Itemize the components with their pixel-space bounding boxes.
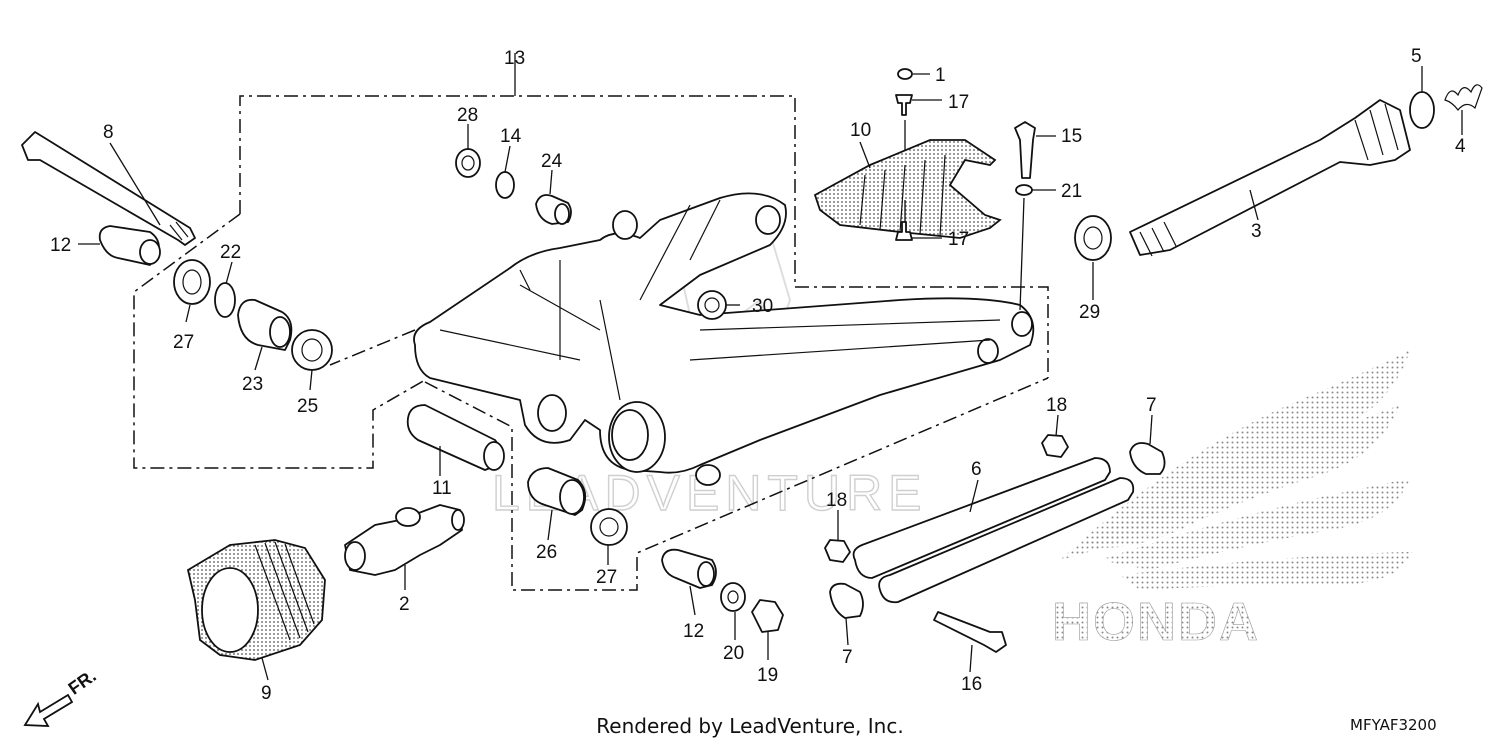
callout-22: 22 [220, 242, 241, 263]
bushing-24 [535, 194, 572, 225]
bearing-26 [527, 467, 587, 516]
nut-18-left [824, 539, 851, 563]
callout-27-upper: 27 [173, 332, 194, 353]
oil-seal-30 [697, 290, 727, 320]
callout-16: 16 [961, 674, 982, 695]
collar-12-lower [661, 548, 717, 589]
front-direction-arrow-icon [23, 693, 74, 727]
nut-19 [751, 599, 784, 633]
callout-14: 14 [500, 126, 522, 147]
callout-1: 1 [935, 65, 946, 86]
callout-12-lower: 12 [683, 621, 704, 642]
callout-30: 30 [752, 296, 773, 317]
callout-6: 6 [971, 459, 982, 480]
callout-18-right: 18 [1046, 395, 1067, 416]
callout-28: 28 [457, 105, 478, 126]
assembly-outline [133, 53, 1049, 591]
screw-17-lower [895, 221, 913, 241]
universal-joint [344, 504, 465, 576]
callout-18-left: 18 [826, 490, 847, 511]
collar-7-lower [829, 582, 864, 619]
callout-5: 5 [1411, 46, 1422, 67]
callout-29: 29 [1079, 302, 1100, 323]
callout-15: 15 [1061, 126, 1082, 147]
callout-17-upper: 17 [948, 92, 969, 113]
callout-24: 24 [541, 151, 563, 172]
oil-seal-28 [455, 148, 481, 178]
callout-4: 4 [1455, 136, 1466, 157]
callout-11: 11 [432, 478, 452, 499]
boot-9 [186, 539, 326, 661]
chain-guard [813, 139, 1002, 239]
collar-7-upper [1129, 442, 1166, 475]
nut-18-right [1041, 434, 1069, 458]
pivot-bolt [21, 131, 196, 246]
honda-logo-text: HONDA [1052, 592, 1260, 652]
callout-7-upper: 7 [1146, 395, 1157, 416]
callout-25: 25 [297, 396, 318, 417]
callout-8: 8 [103, 122, 114, 143]
callout-10: 10 [850, 120, 871, 141]
callout-labels: 13 1 17 5 8 28 14 24 10 15 21 4 12 22 3 … [50, 46, 1466, 704]
oil-seal-27-left [173, 259, 211, 305]
oil-seal-29 [1074, 215, 1112, 261]
bearing-25 [291, 329, 333, 371]
cap-1 [897, 68, 913, 80]
callout-9: 9 [261, 683, 272, 704]
circlip-22 [214, 282, 236, 318]
callout-2: 2 [399, 594, 410, 615]
swingarm [413, 192, 1035, 486]
callout-17-lower: 17 [948, 229, 969, 250]
screw-17-upper [895, 94, 913, 116]
circlip-14 [495, 171, 515, 199]
washer-20 [720, 582, 746, 612]
callout-27-lower: 27 [596, 567, 617, 588]
bolt-15 [1014, 121, 1036, 179]
torque-link-6 [852, 457, 1135, 604]
bearing-23 [237, 298, 293, 351]
washer-21 [1015, 184, 1033, 196]
callout-13: 13 [504, 48, 525, 69]
callout-7-lower: 7 [842, 647, 853, 668]
drive-shaft-3 [1129, 99, 1411, 257]
collar-12-upper [98, 225, 161, 266]
callout-23: 23 [242, 374, 263, 395]
callout-19: 19 [757, 665, 778, 686]
callout-3: 3 [1251, 221, 1262, 242]
collar-11 [406, 404, 505, 471]
callout-21: 21 [1061, 181, 1082, 202]
bolt-16 [933, 611, 1007, 653]
callout-20: 20 [723, 643, 744, 664]
honda-wing-logo: HONDA [1052, 350, 1412, 652]
diagram-ref-code: MFYAF3200 [1350, 716, 1437, 734]
callout-12-upper: 12 [50, 235, 71, 256]
footer-credit: Rendered by LeadVenture, Inc. [596, 714, 904, 738]
callout-26: 26 [536, 542, 557, 563]
oil-seal-27-lower [590, 508, 628, 546]
spring-4 [1444, 84, 1483, 111]
leader-lines [78, 66, 1463, 681]
circlip-5 [1409, 91, 1435, 129]
